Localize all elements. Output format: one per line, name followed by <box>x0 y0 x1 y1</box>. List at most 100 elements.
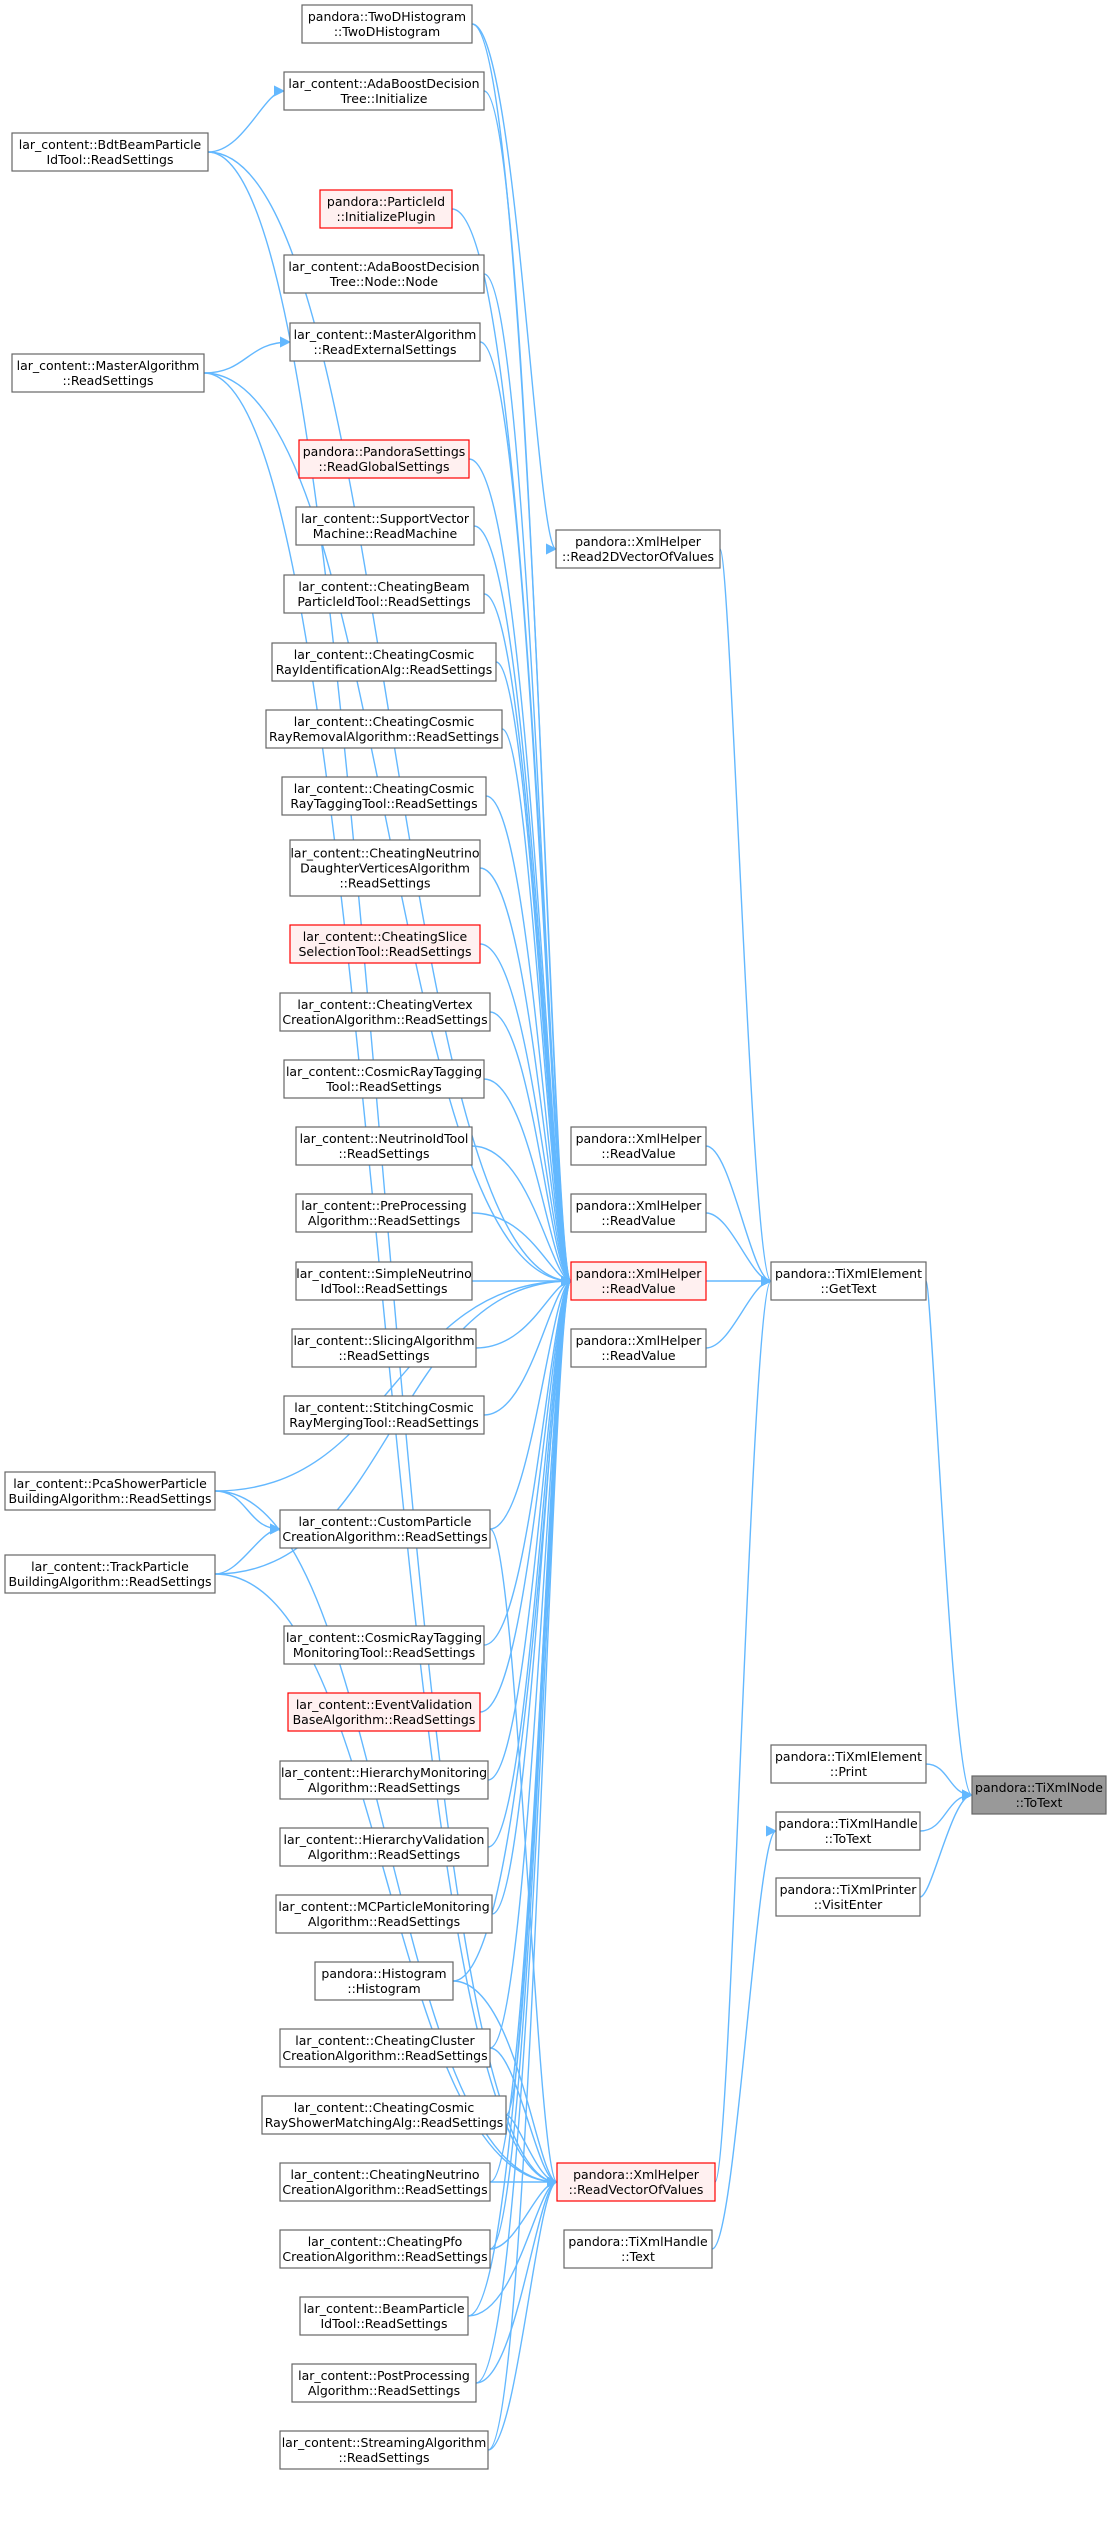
node-adaboost-initialize[interactable]: lar_content::AdaBoostDecisionTree::Initi… <box>283 71 485 111</box>
node-box[interactable] <box>555 529 721 569</box>
node-tixml-handle-totext[interactable]: pandora::TiXmlHandle::ToText <box>775 1811 921 1851</box>
node-box[interactable] <box>4 1554 216 1594</box>
node-box[interactable] <box>279 2229 491 2269</box>
node-custom-particle[interactable]: lar_content::CustomParticleCreationAlgor… <box>279 1509 491 1549</box>
node-box[interactable] <box>11 353 205 393</box>
node-master-read[interactable]: lar_content::MasterAlgorithm::ReadSettin… <box>11 353 205 393</box>
node-box[interactable] <box>570 1126 707 1166</box>
node-xml-read-value-c[interactable]: pandora::XmlHelper::ReadValue <box>570 1328 707 1368</box>
node-box[interactable] <box>770 1261 927 1301</box>
node-box[interactable] <box>289 924 481 964</box>
node-tixml-handle-text[interactable]: pandora::TiXmlHandle::Text <box>563 2229 713 2269</box>
node-postprocessing[interactable]: lar_content::PostProcessingAlgorithm::Re… <box>291 2363 477 2403</box>
node-xml-read-value-a[interactable]: pandora::XmlHelper::ReadValue <box>570 1126 707 1166</box>
node-cheating-cosmic-shower[interactable]: lar_content::CheatingCosmicRayShowerMatc… <box>261 2095 507 2135</box>
node-box[interactable] <box>275 1894 493 1934</box>
node-streaming[interactable]: lar_content::StreamingAlgorithm::ReadSet… <box>279 2430 489 2470</box>
node-event-validation[interactable]: lar_content::EventValidationBaseAlgorith… <box>287 1692 481 1732</box>
node-two-d-histogram[interactable]: pandora::TwoDHistogram::TwoDHistogram <box>301 4 473 44</box>
node-hierarchy-monitoring[interactable]: lar_content::HierarchyMonitoringAlgorith… <box>279 1760 489 1800</box>
node-hierarchy-validation[interactable]: lar_content::HierarchyValidationAlgorith… <box>279 1827 489 1867</box>
node-cheating-cosmic-tagging[interactable]: lar_content::CheatingCosmicRayTaggingToo… <box>281 776 487 816</box>
node-xml-read-vector[interactable]: pandora::XmlHelper::ReadVectorOfValues <box>556 2162 716 2202</box>
node-mcparticle-monitoring[interactable]: lar_content::MCParticleMonitoringAlgorit… <box>275 1894 493 1934</box>
node-box[interactable] <box>570 1328 707 1368</box>
node-xml-read-value-main[interactable]: pandora::XmlHelper::ReadValue <box>570 1261 707 1301</box>
node-box[interactable] <box>283 1395 485 1435</box>
node-cheating-cosmic-rayid[interactable]: lar_content::CheatingCosmicRayIdentifica… <box>271 642 497 682</box>
node-slicing-algorithm[interactable]: lar_content::SlicingAlgorithm::ReadSetti… <box>291 1328 477 1368</box>
node-histogram-histogram[interactable]: pandora::Histogram::Histogram <box>314 1961 454 2001</box>
node-box[interactable] <box>570 1193 707 1233</box>
node-box[interactable] <box>271 642 497 682</box>
node-particleid-init[interactable]: pandora::ParticleId::InitializePlugin <box>319 189 453 229</box>
node-tixml-printer-visit[interactable]: pandora::TiXmlPrinter::VisitEnter <box>775 1877 921 1917</box>
node-stitching-cosmic[interactable]: lar_content::StitchingCosmicRayMergingTo… <box>283 1395 485 1435</box>
node-box[interactable] <box>283 1625 485 1665</box>
node-box[interactable] <box>279 992 491 1032</box>
node-cheating-pfo[interactable]: lar_content::CheatingPfoCreationAlgorith… <box>279 2229 491 2269</box>
node-box[interactable] <box>775 1877 921 1917</box>
node-box[interactable] <box>563 2229 713 2269</box>
node-box[interactable] <box>283 1059 485 1099</box>
node-box[interactable] <box>279 2162 491 2202</box>
node-xml-read-value-b[interactable]: pandora::XmlHelper::ReadValue <box>570 1193 707 1233</box>
node-tixml-element-gettext[interactable]: pandora::TiXmlElement::GetText <box>770 1261 927 1301</box>
node-box[interactable] <box>281 776 487 816</box>
node-track-particle[interactable]: lar_content::TrackParticleBuildingAlgori… <box>4 1554 216 1594</box>
node-cheating-cosmic-removal[interactable]: lar_content::CheatingCosmicRayRemovalAlg… <box>265 709 503 749</box>
node-cheating-vertex[interactable]: lar_content::CheatingVertexCreationAlgor… <box>279 992 491 1032</box>
node-bdt-beam-read[interactable]: lar_content::BdtBeamParticleIdTool::Read… <box>11 132 209 172</box>
node-box[interactable] <box>570 1261 707 1301</box>
node-cheating-neutrino-creation[interactable]: lar_content::CheatingNeutrinoCreationAlg… <box>279 2162 491 2202</box>
node-box[interactable] <box>287 1692 481 1732</box>
node-box[interactable] <box>291 2363 477 2403</box>
node-box[interactable] <box>319 189 453 229</box>
node-simple-neutrino-id[interactable]: lar_content::SimpleNeutrinoIdTool::ReadS… <box>295 1261 473 1301</box>
node-tixml-element-print[interactable]: pandora::TiXmlElement::Print <box>770 1744 927 1784</box>
node-box[interactable] <box>279 1827 489 1867</box>
node-box[interactable] <box>298 439 470 479</box>
node-box[interactable] <box>314 1961 454 2001</box>
node-box[interactable] <box>289 839 481 897</box>
node-cosmic-ray-tagging-tool[interactable]: lar_content::CosmicRayTaggingTool::ReadS… <box>283 1059 485 1099</box>
node-preprocessing[interactable]: lar_content::PreProcessingAlgorithm::Rea… <box>295 1193 473 1233</box>
node-read-2d-vector[interactable]: pandora::XmlHelper::Read2DVectorOfValues <box>555 529 721 569</box>
node-box[interactable] <box>770 1744 927 1784</box>
node-box[interactable] <box>279 2028 491 2068</box>
node-box[interactable] <box>283 574 485 614</box>
node-box[interactable] <box>279 1509 491 1549</box>
node-cheating-cluster[interactable]: lar_content::CheatingClusterCreationAlgo… <box>279 2028 491 2068</box>
node-master-read-external[interactable]: lar_content::MasterAlgorithm::ReadExtern… <box>289 322 481 362</box>
node-svm-read-machine[interactable]: lar_content::SupportVectorMachine::ReadM… <box>295 506 475 546</box>
node-box[interactable] <box>971 1775 1107 1815</box>
node-pandora-settings-global[interactable]: pandora::PandoraSettings::ReadGlobalSett… <box>298 439 470 479</box>
node-box[interactable] <box>261 2095 507 2135</box>
node-box[interactable] <box>301 4 473 44</box>
node-cheating-beam[interactable]: lar_content::CheatingBeamParticleIdTool:… <box>283 574 485 614</box>
node-box[interactable] <box>11 132 209 172</box>
node-box[interactable] <box>295 506 475 546</box>
node-box[interactable] <box>283 71 485 111</box>
node-box[interactable] <box>4 1471 216 1511</box>
node-box[interactable] <box>279 2430 489 2470</box>
node-box[interactable] <box>289 322 481 362</box>
node-neutrino-id-tool[interactable]: lar_content::NeutrinoIdTool::ReadSetting… <box>295 1126 473 1166</box>
node-cheating-slice[interactable]: lar_content::CheatingSliceSelectionTool:… <box>289 924 481 964</box>
node-adaboost-node[interactable]: lar_content::AdaBoostDecisionTree::Node:… <box>283 254 485 294</box>
node-box[interactable] <box>283 254 485 294</box>
node-box[interactable] <box>295 1261 473 1301</box>
node-box[interactable] <box>295 1126 473 1166</box>
node-tixml-node-totext[interactable]: pandora::TiXmlNode::ToText <box>971 1775 1107 1815</box>
node-box[interactable] <box>299 2296 469 2336</box>
node-box[interactable] <box>295 1193 473 1233</box>
node-cosmic-ray-tagging-monitoring[interactable]: lar_content::CosmicRayTaggingMonitoringT… <box>283 1625 485 1665</box>
node-box[interactable] <box>775 1811 921 1851</box>
node-cheating-neutrino-daughter[interactable]: lar_content::CheatingNeutrinoDaughterVer… <box>289 839 481 897</box>
node-pca-shower[interactable]: lar_content::PcaShowerParticleBuildingAl… <box>4 1471 216 1511</box>
node-beam-particle-id[interactable]: lar_content::BeamParticleIdTool::ReadSet… <box>299 2296 469 2336</box>
node-box[interactable] <box>291 1328 477 1368</box>
node-box[interactable] <box>556 2162 716 2202</box>
node-box[interactable] <box>279 1760 489 1800</box>
node-box[interactable] <box>265 709 503 749</box>
